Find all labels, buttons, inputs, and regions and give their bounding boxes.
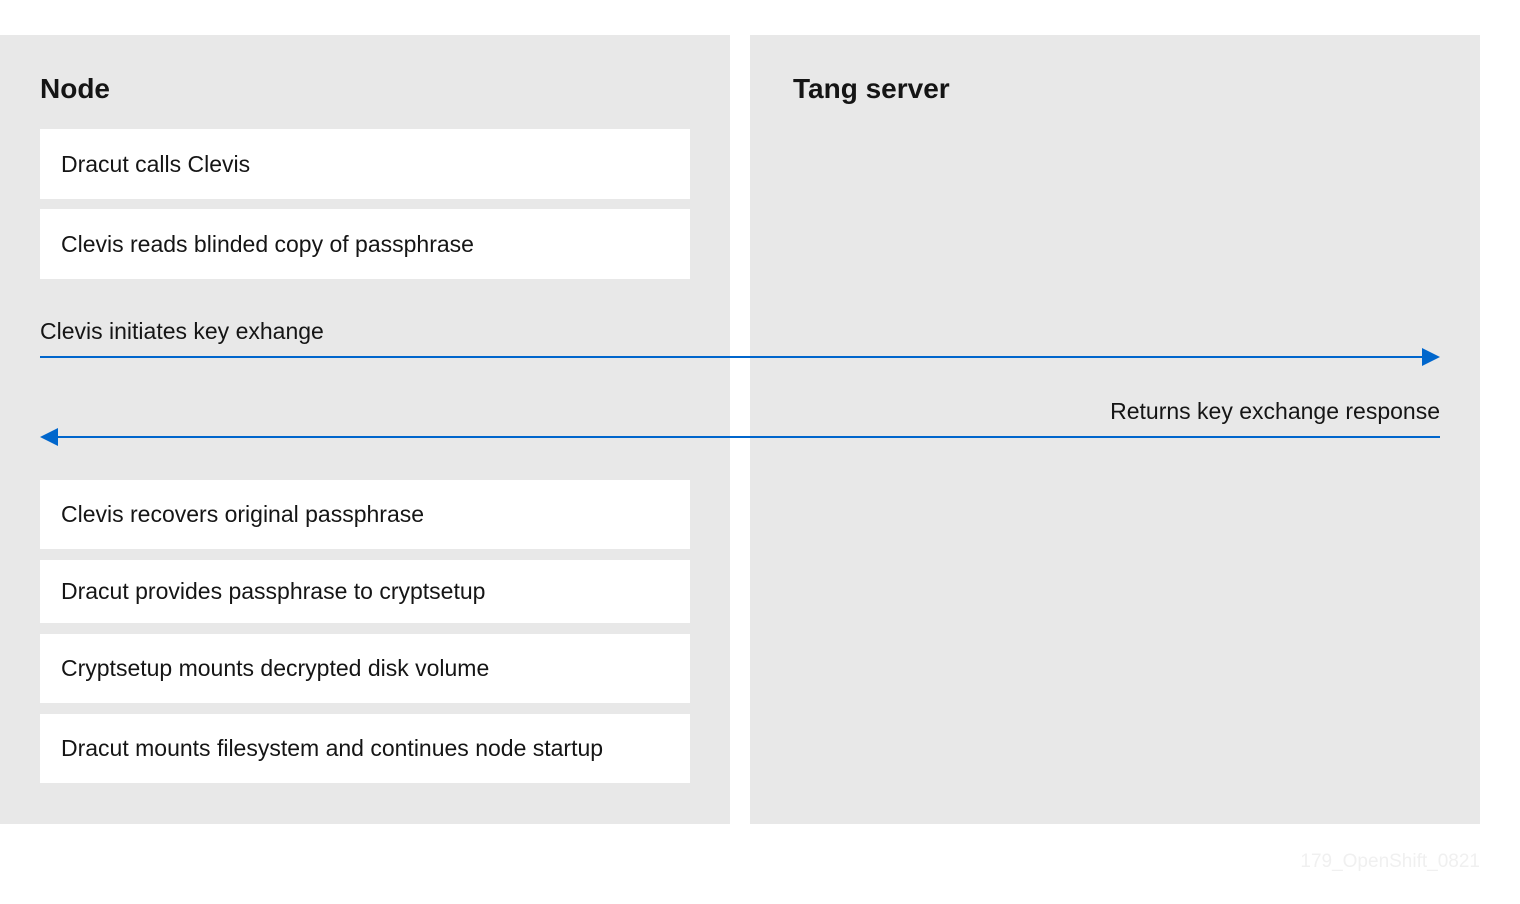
step-dracut-provides-passphrase: Dracut provides passphrase to cryptsetup — [40, 560, 690, 623]
node-lane-title: Node — [40, 73, 110, 104]
figure-id-watermark: 179_OpenShift_0821 — [1300, 851, 1480, 872]
step-dracut-calls-clevis: Dracut calls Clevis — [40, 129, 690, 199]
tang-server-lane — [750, 35, 1480, 824]
step-dracut-mounts-filesystem: Dracut mounts filesystem and continues n… — [40, 714, 690, 783]
step-clevis-reads-blinded-copy: Clevis reads blinded copy of passphrase — [40, 209, 690, 279]
step-clevis-recovers-passphrase: Clevis recovers original passphrase — [40, 480, 690, 549]
request-arrow — [40, 348, 1440, 366]
step-cryptsetup-mounts-volume: Cryptsetup mounts decrypted disk volume — [40, 634, 690, 703]
request-message-label: Clevis initiates key exhange — [40, 318, 324, 344]
response-arrow — [40, 428, 1440, 446]
response-message-label: Returns key exchange response — [1110, 398, 1440, 424]
tang-server-lane-title: Tang server — [793, 73, 950, 104]
